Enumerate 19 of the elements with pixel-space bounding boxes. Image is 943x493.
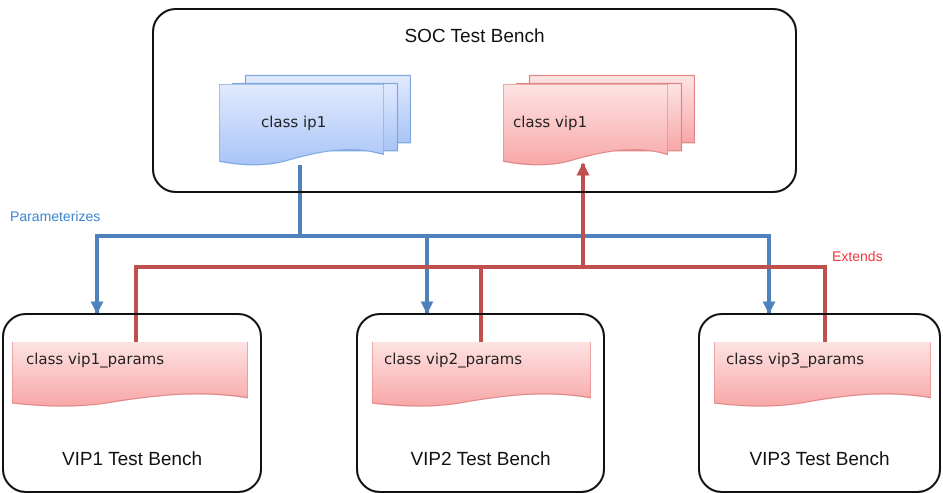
test-bench-box: [152, 8, 797, 193]
bench-title: VIP2 Test Bench: [409, 449, 552, 471]
test-bench-box: [356, 313, 605, 493]
document-shape: [372, 342, 591, 408]
class-name: class ip1: [261, 113, 326, 131]
document-shape: [714, 342, 931, 408]
class-name: class vip1: [513, 113, 588, 131]
class-name: class vip2_params: [384, 350, 522, 368]
bench-title: VIP3 Test Bench: [748, 449, 891, 471]
class-name: class vip3_params: [726, 350, 864, 368]
document-shape: [12, 342, 248, 408]
connector-arrow: [576, 162, 827, 342]
test-bench-box: [2, 313, 262, 493]
bench-title: VIP1 Test Bench: [60, 449, 204, 471]
edge-label: Parameterizes: [8, 208, 102, 224]
bench-title: SOC Test Bench: [403, 26, 546, 48]
test-bench-box: [698, 313, 941, 493]
class-name: class vip1_params: [26, 350, 164, 368]
edge-label: Extends: [830, 248, 885, 264]
